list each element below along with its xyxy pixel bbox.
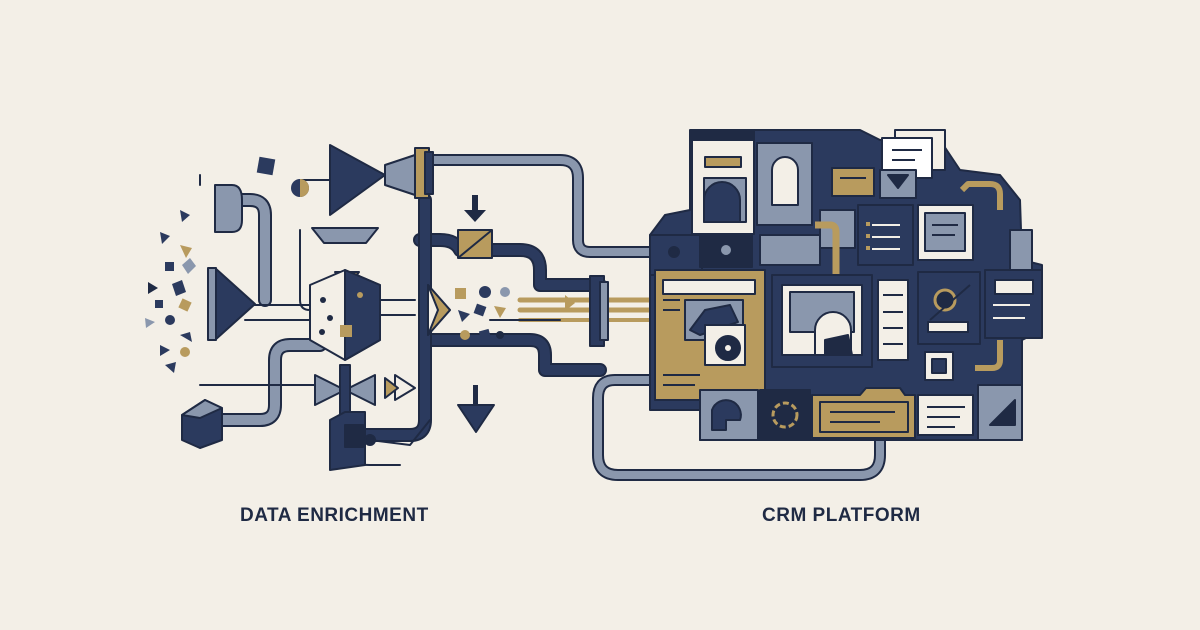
sorting-stage	[427, 195, 609, 433]
data-enrichment-label: DATA ENRICHMENT	[240, 505, 429, 526]
crm-platform-label: CRM PLATFORM	[762, 505, 921, 526]
raw-data-particles	[145, 156, 309, 373]
crm-platform-stack	[649, 129, 1043, 441]
enrichment-machinery	[181, 144, 434, 471]
connector-pipes	[199, 154, 886, 481]
